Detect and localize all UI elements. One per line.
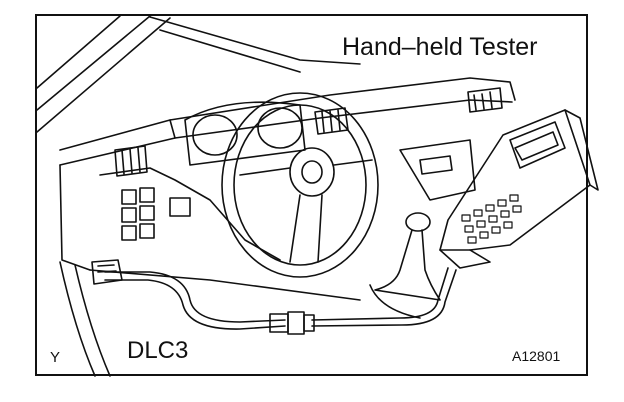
tester-cable	[105, 268, 456, 329]
hand-held-tester	[440, 110, 598, 268]
dlc3-label: DLC3	[127, 337, 188, 365]
tester-keypad	[462, 195, 521, 243]
cable-joint	[270, 312, 314, 334]
gear-shift	[370, 213, 440, 318]
corner-mark: Y	[50, 349, 60, 366]
figure-code: A12801	[512, 348, 560, 364]
tester-label: Hand–held Tester	[342, 33, 538, 62]
switch-panel	[122, 188, 190, 240]
windshield-pillar	[37, 16, 360, 132]
